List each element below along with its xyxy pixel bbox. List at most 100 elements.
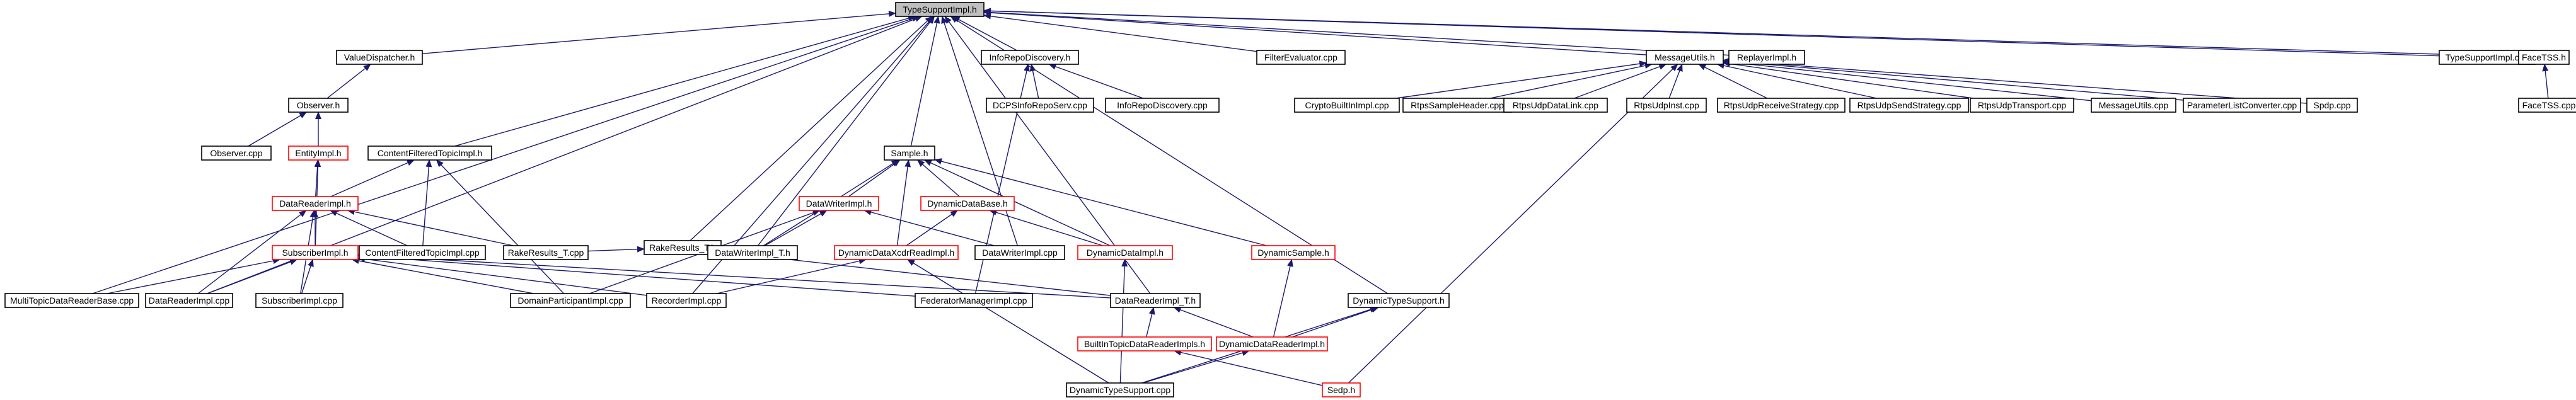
node-domainparticipantimpl-cpp[interactable]: DomainParticipantImpl.cpp: [510, 293, 631, 308]
node-box[interactable]: [1110, 293, 1201, 308]
node-box[interactable]: [1717, 98, 1845, 113]
node-box[interactable]: [1077, 336, 1212, 351]
node-builtintopicdatareaderimpls-h[interactable]: BuiltInTopicDataReaderImpls.h: [1077, 336, 1212, 351]
node-rtpsudpreceivestrategy-cpp[interactable]: RtpsUdpReceiveStrategy.cpp: [1717, 98, 1845, 113]
node-rtpsudpsendstrategy-cpp[interactable]: RtpsUdpSendStrategy.cpp: [1849, 98, 1969, 113]
node-dynamicsample-h[interactable]: DynamicSample.h: [1251, 245, 1336, 260]
node-box[interactable]: [895, 2, 985, 17]
node-box[interactable]: [1256, 50, 1346, 65]
node-datawriterimpl-t-h[interactable]: DataWriterImpl_T.h: [707, 245, 798, 260]
node-box[interactable]: [272, 196, 359, 211]
node-box[interactable]: [915, 293, 1033, 308]
node-box[interactable]: [646, 293, 727, 308]
node-datareaderimpl-h[interactable]: DataReaderImpl.h: [272, 196, 359, 211]
node-box[interactable]: [145, 293, 233, 308]
node-cryptobuiltinimpl-cpp[interactable]: CryptoBuiltInImpl.cpp: [1294, 98, 1400, 113]
edge-line: [1723, 57, 2307, 104]
node-box[interactable]: [2183, 98, 2301, 113]
node-spdp-cpp[interactable]: Spdp.cpp: [2306, 98, 2358, 113]
node-datawriterimpl-h[interactable]: DataWriterImpl.h: [799, 196, 879, 211]
node-facetss-cpp[interactable]: FaceTSS.cpp: [2518, 98, 2576, 113]
node-box[interactable]: [1626, 98, 1707, 113]
node-datareaderimpl-cpp[interactable]: DataReaderImpl.cpp: [145, 293, 233, 308]
node-box[interactable]: [974, 245, 1065, 260]
node-rtpsudpinst-cpp[interactable]: RtpsUdpInst.cpp: [1626, 98, 1707, 113]
node-box[interactable]: [288, 98, 349, 113]
node-typesupportimpl-cpp[interactable]: TypeSupportImpl.cpp: [2439, 50, 2536, 65]
node-replayerimpl-h[interactable]: ReplayerImpl.h: [1728, 50, 1805, 65]
node-box[interactable]: [2518, 98, 2576, 113]
node-box[interactable]: [1348, 293, 1450, 308]
node-dynamicdatareaderimpl-h[interactable]: DynamicDataReaderImpl.h: [1216, 336, 1328, 351]
node-dynamictypesupport-cpp[interactable]: DynamicTypeSupport.cpp: [1066, 382, 1174, 397]
node-box[interactable]: [884, 146, 935, 161]
node-messageutils-cpp[interactable]: MessageUtils.cpp: [2091, 98, 2176, 113]
node-box[interactable]: [1251, 245, 1336, 260]
node-box[interactable]: [1216, 336, 1328, 351]
node-dynamicdataxcdrreadimpl-h[interactable]: DynamicDataXcdrReadImpl.h: [834, 245, 959, 260]
node-box[interactable]: [1294, 98, 1400, 113]
node-messageutils-h[interactable]: MessageUtils.h: [1646, 50, 1724, 65]
node-sedp-h[interactable]: Sedp.h: [1322, 382, 1361, 397]
node-observer-h[interactable]: Observer.h: [288, 98, 349, 113]
node-label: DynamicDataXcdrReadImpl.h: [838, 248, 954, 258]
node-box[interactable]: [510, 293, 631, 308]
node-inforepodiscovery-h[interactable]: InfoRepoDiscovery.h: [981, 50, 1079, 65]
node-box[interactable]: [2518, 50, 2570, 65]
node-parameterlistconverter-cpp[interactable]: ParameterListConverter.cpp: [2183, 98, 2301, 113]
node-box[interactable]: [1077, 245, 1173, 260]
node-rtpsudptransport-cpp[interactable]: RtpsUdpTransport.cpp: [1970, 98, 2074, 113]
node-box[interactable]: [288, 146, 349, 161]
node-box[interactable]: [336, 50, 423, 65]
node-sample-h[interactable]: Sample.h: [884, 146, 935, 161]
node-inforepodiscovery-cpp[interactable]: InfoRepoDiscovery.cpp: [1105, 98, 1220, 113]
node-box[interactable]: [503, 245, 589, 260]
node-dynamictypesupport-h[interactable]: DynamicTypeSupport.h: [1348, 293, 1450, 308]
node-box[interactable]: [4, 293, 139, 308]
node-box[interactable]: [986, 98, 1094, 113]
node-dynamicdatabase-h[interactable]: DynamicDataBase.h: [920, 196, 1015, 211]
node-dcpsinforeposerv-cpp[interactable]: DCPSInfoRepoServ.cpp: [986, 98, 1094, 113]
node-box[interactable]: [272, 245, 359, 260]
node-box[interactable]: [359, 245, 486, 260]
node-box[interactable]: [920, 196, 1015, 211]
node-multitopicdatareaderbase-cpp[interactable]: MultiTopicDataReaderBase.cpp: [4, 293, 139, 308]
node-box[interactable]: [201, 146, 272, 161]
node-label: RakeResults_T.cpp: [508, 248, 584, 258]
node-box[interactable]: [834, 245, 959, 260]
node-datareaderimpl-t-h[interactable]: DataReaderImpl_T.h: [1110, 293, 1201, 308]
node-box[interactable]: [1503, 98, 1608, 113]
node-box[interactable]: [367, 146, 492, 161]
node-box[interactable]: [1728, 50, 1805, 65]
node-datawriterimpl-cpp[interactable]: DataWriterImpl.cpp: [974, 245, 1065, 260]
node-box[interactable]: [799, 196, 879, 211]
node-box[interactable]: [2091, 98, 2176, 113]
node-box[interactable]: [1970, 98, 2074, 113]
node-contentfilteredtopicimpl-cpp[interactable]: ContentFilteredTopicImpl.cpp: [359, 245, 486, 260]
node-typesupportimpl-h[interactable]: TypeSupportImpl.h: [895, 2, 985, 17]
node-contentfilteredtopicimpl-h[interactable]: ContentFilteredTopicImpl.h: [367, 146, 492, 161]
node-rtpsudpdatalink-cpp[interactable]: RtpsUdpDataLink.cpp: [1503, 98, 1608, 113]
node-box[interactable]: [1105, 98, 1220, 113]
node-box[interactable]: [255, 293, 344, 308]
node-dynamicdataimpl-h[interactable]: DynamicDataImpl.h: [1077, 245, 1173, 260]
node-rtpssampleheader-cpp[interactable]: RtpsSampleHeader.cpp: [1402, 98, 1512, 113]
node-filterevaluator-cpp[interactable]: FilterEvaluator.cpp: [1256, 50, 1346, 65]
node-federatormanagerimpl-cpp[interactable]: FederatorManagerImpl.cpp: [915, 293, 1033, 308]
node-valuedispatcher-h[interactable]: ValueDispatcher.h: [336, 50, 423, 65]
node-box[interactable]: [1646, 50, 1724, 65]
node-box[interactable]: [2306, 98, 2358, 113]
node-box[interactable]: [1322, 382, 1361, 397]
node-box[interactable]: [981, 50, 1079, 65]
node-recorderimpl-cpp[interactable]: RecorderImpl.cpp: [646, 293, 727, 308]
node-box[interactable]: [707, 245, 798, 260]
node-rakeresults-t-cpp[interactable]: RakeResults_T.cpp: [503, 245, 589, 260]
node-box[interactable]: [1849, 98, 1969, 113]
node-observer-cpp[interactable]: Observer.cpp: [201, 146, 272, 161]
node-facetss-h[interactable]: FaceTSS.h: [2518, 50, 2570, 65]
node-subscriberimpl-cpp[interactable]: SubscriberImpl.cpp: [255, 293, 344, 308]
node-rakeresults-t-h[interactable]: RakeResults_T.h: [644, 240, 722, 255]
node-box[interactable]: [1066, 382, 1174, 397]
node-subscriberimpl-h[interactable]: SubscriberImpl.h: [272, 245, 359, 260]
node-entityimpl-h[interactable]: EntityImpl.h: [288, 146, 349, 161]
